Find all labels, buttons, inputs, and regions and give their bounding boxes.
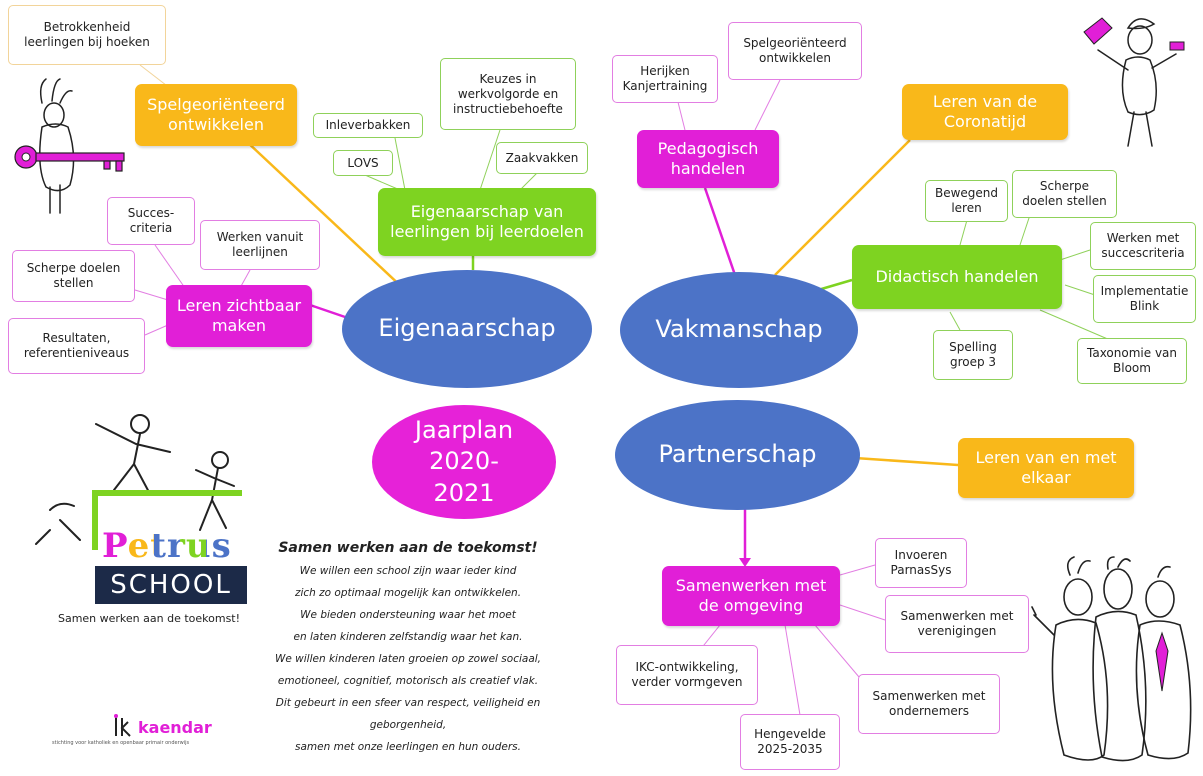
node-didactisch-label: Didactisch handelen [875,267,1039,286]
node-parnassys-label: Invoeren ParnasSys [890,548,952,577]
kaendar-figures-icon [114,714,131,737]
node-hengevelde-label: Hengevelde 2025-2035 [754,727,826,756]
node-keuzes: Keuzes in werkvolgorde en instructiebeho… [440,58,576,130]
node-spelling-label: Spelling groep 3 [949,340,997,369]
node-leren-zichtbaar: Leren zichtbaar maken [166,285,312,347]
motto-line-7: Dit gebeurt in een sfeer van respect, ve… [275,697,541,731]
logo-school-word: SCHOOL [110,570,232,600]
node-succescriteria: Succes-criteria [107,197,195,245]
node-ikc: IKC-ontwikkeling, verder vormgeven [616,645,758,705]
node-corona: Leren van de Coronatijd [902,84,1068,140]
node-spelgeorienteerd-left: Spelgeoriënteerd ontwikkelen [135,84,297,146]
node-verenigingen: Samenwerken met verenigingen [885,595,1029,653]
motto-line-4: en laten kinderen zelfstandig waar het k… [293,631,523,643]
node-spelgeorienteerd-right-thin-label: Spelgeoriënteerd ontwikkelen [743,36,847,65]
node-bewegend: Bewegend leren [925,180,1008,222]
node-lovs: LOVS [333,150,393,176]
node-taxonomie: Taxonomie van Bloom [1077,338,1187,384]
logo-school-bar: SCHOOL [95,566,247,604]
node-blink: Implementatie Blink [1093,275,1196,323]
jumping-kids-illustration [35,414,242,550]
motto-line-6: emotioneel, cognitief, motorisch als cre… [277,675,539,687]
node-leren-elkaar: Leren van en met elkaar [958,438,1134,498]
logo-petrus-word: Petrus [102,526,232,566]
node-leren-zichtbaar-label: Leren zichtbaar maken [176,296,302,335]
node-betrokkenheid: Betrokkenheid leerlingen bij hoeken [8,5,166,65]
node-didactisch: Didactisch handelen [852,245,1062,309]
node-ikc-label: IKC-ontwikkeling, verder vormgeven [631,660,743,689]
node-resultaten-label: Resultaten, referentieniveaus [23,331,130,360]
center-jaarplan: Jaarplan 2020-2021 [372,405,556,519]
node-scherpe-doelen-left: Scherpe doelen stellen [12,250,135,302]
key-figure-illustration [14,78,125,214]
node-keuzes-label: Keuzes in werkvolgorde en instructiebeho… [453,71,563,116]
node-spelgeorienteerd-left-label: Spelgeoriënteerd ontwikkelen [147,95,285,134]
logo-tagline: Samen werken aan de toekomst! [57,612,241,625]
node-resultaten: Resultaten, referentieniveaus [8,318,145,374]
node-succescriteria-label: Succes-criteria [127,206,175,235]
motto-heading: Samen werken aan de toekomst! [278,540,538,556]
motto-line-8: samen met onze leerlingen en hun ouders. [295,741,521,753]
petrus-school-logo: Petrus SCHOOL Samen werken aan de toekom… [20,410,250,640]
motto-line-3: We bieden ondersteuning waar het moet [300,609,516,621]
node-spelgeorienteerd-right-thin: Spelgeoriënteerd ontwikkelen [728,22,862,80]
motto-block: Samen werken aan de toekomst! We willen … [258,540,558,758]
kaendar-logo: kaendar stichting voor katholiek en open… [52,712,232,752]
kaendar-name: kaendar [138,718,212,737]
node-zaakvakken-label: Zaakvakken [505,150,579,165]
topic-eigenaarschap: Eigenaarschap [342,270,592,388]
kaendar-subtitle: stichting voor katholiek en openbaar pri… [52,740,190,746]
node-inleverbakken-label: Inleverbakken [325,118,411,132]
node-ondernemers: Samenwerken met ondernemers [858,674,1000,734]
node-hengevelde: Hengevelde 2025-2035 [740,714,840,770]
node-scherpe-doelen-right-label: Scherpe doelen stellen [1022,179,1107,208]
three-colleagues-illustration [1031,556,1192,762]
topic-vakmanschap: Vakmanschap [620,272,858,388]
node-herijken: Herijken Kanjertraining [612,55,718,103]
logo-petrus-text: Petrus [102,526,232,566]
motto-line-2: zich zo optimaal mogelijk kan ontwikkele… [294,587,522,599]
node-werken-leerlijnen: Werken vanuit leerlijnen [200,220,320,270]
topic-partnerschap: Partnerschap [615,400,860,510]
node-werken-succes-label: Werken met succescriteria [1101,231,1185,260]
node-samenwerken-omgeving-label: Samenwerken met de omgeving [675,576,827,615]
node-werken-succes: Werken met succescriteria [1090,222,1196,270]
center-title: Jaarplan 2020-2021 [414,416,514,507]
node-taxonomie-label: Taxonomie van Bloom [1087,346,1177,375]
node-inleverbakken: Inleverbakken [313,113,423,138]
topic-partnerschap-label: Partnerschap [658,440,817,469]
node-pedagogisch: Pedagogisch handelen [637,130,779,188]
node-blink-label: Implementatie Blink [1100,284,1189,313]
node-zaakvakken: Zaakvakken [496,142,588,174]
node-werken-leerlijnen-label: Werken vanuit leerlijnen [216,230,304,259]
topic-eigenaarschap-label: Eigenaarschap [378,314,556,343]
node-betrokkenheid-label: Betrokkenheid leerlingen bij hoeken [24,20,150,49]
node-herijken-label: Herijken Kanjertraining [622,64,708,93]
node-parnassys: Invoeren ParnasSys [875,538,967,588]
node-verenigingen-label: Samenwerken met verenigingen [900,609,1014,638]
node-eigenaarschap-leerdoelen: Eigenaarschap van leerlingen bij leerdoe… [378,188,596,256]
node-leren-elkaar-label: Leren van en met elkaar [975,448,1117,487]
topic-vakmanschap-label: Vakmanschap [655,315,823,344]
node-scherpe-doelen-left-label: Scherpe doelen stellen [26,261,121,290]
craftsman-figure-illustration [1083,17,1185,147]
motto-line-5: We willen kinderen laten groeien op zowe… [274,653,542,665]
node-spelling: Spelling groep 3 [933,330,1013,380]
node-bewegend-label: Bewegend leren [934,186,999,215]
node-eigenaarschap-leerdoelen-label: Eigenaarschap van leerlingen bij leerdoe… [390,202,584,241]
node-ondernemers-label: Samenwerken met ondernemers [872,689,986,718]
node-scherpe-doelen-right: Scherpe doelen stellen [1012,170,1117,218]
motto-line-1: We willen een school zijn waar ieder kin… [299,565,517,577]
node-corona-label: Leren van de Coronatijd [932,92,1038,131]
node-pedagogisch-label: Pedagogisch handelen [657,139,759,178]
node-lovs-label: LOVS [347,155,379,170]
node-samenwerken-omgeving: Samenwerken met de omgeving [662,566,840,626]
